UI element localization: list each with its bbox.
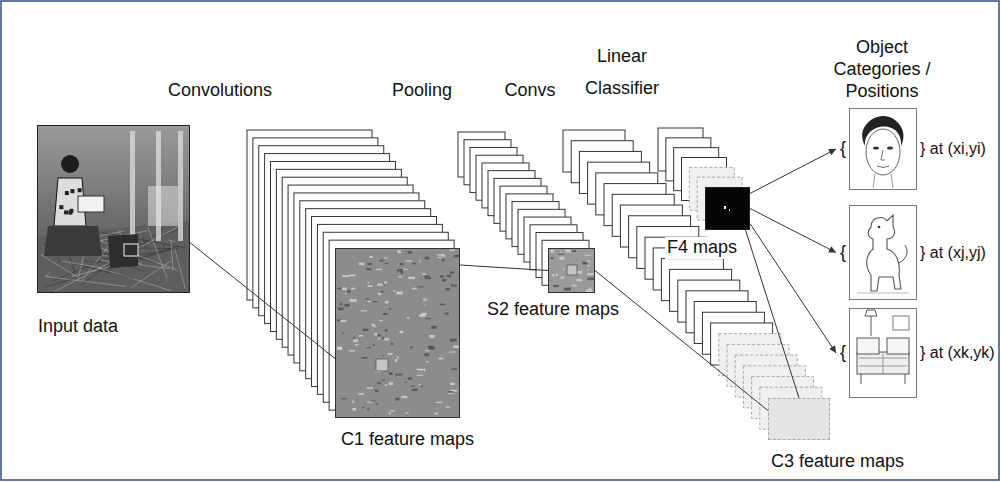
position-label: } at (xk,yk) <box>920 343 995 362</box>
input-photo <box>38 126 189 292</box>
map-label: Input data <box>38 316 118 338</box>
output-arrow <box>750 149 836 193</box>
feature-texture <box>336 249 459 417</box>
position-label: } at (xj,yj) <box>920 243 986 262</box>
category-picture <box>849 205 917 300</box>
feature-map-stack <box>563 130 822 429</box>
map-label: C1 feature maps <box>341 429 474 451</box>
feature-map: F4 maps <box>705 187 750 230</box>
stage-heading: Object Categories / Positions <box>822 36 942 102</box>
stage-heading: Convolutions <box>168 80 272 102</box>
brace: { <box>840 342 846 364</box>
output-arrow <box>750 224 836 353</box>
feature-texture <box>706 188 749 229</box>
stage-heading: Pooling <box>392 80 452 102</box>
brace: { <box>840 138 846 160</box>
map-label: F4 maps <box>665 237 739 259</box>
stage-heading: Convs <box>504 80 555 102</box>
input-image: Input data <box>37 125 190 293</box>
map-label: C3 feature maps <box>771 451 904 473</box>
feature-texture <box>769 399 829 439</box>
stage-heading: Linear Classifier <box>572 40 672 104</box>
category-picture <box>849 308 917 398</box>
feature-texture <box>549 249 594 292</box>
feature-map: C3 feature maps <box>768 398 830 440</box>
category-picture <box>849 108 917 190</box>
receptive-field-line <box>460 265 548 271</box>
map-label: S2 feature maps <box>487 299 619 321</box>
object-category: { } at (xj,yj) <box>836 205 986 300</box>
receptive-field-line <box>190 243 335 359</box>
receptive-field-line <box>746 230 800 398</box>
feature-map: S2 feature maps <box>548 248 595 293</box>
brace: { <box>840 242 846 264</box>
receptive-field-line <box>595 271 768 411</box>
object-category: { } at (xi,yi) <box>836 108 986 190</box>
output-arrow <box>750 209 836 253</box>
feature-map: C1 feature maps <box>335 248 460 418</box>
position-label: } at (xi,yi) <box>920 139 986 158</box>
object-category: { } at (xk,yk) <box>836 308 995 398</box>
